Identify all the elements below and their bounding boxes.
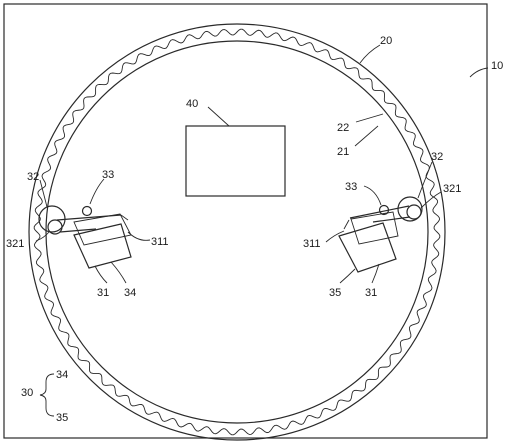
plate-right [350,211,399,245]
ball-right [378,204,390,216]
label-34-left: 34 [124,287,136,299]
label-legend-34: 34 [56,369,68,381]
label-40: 40 [186,98,198,110]
label-32-left: 32 [27,171,39,183]
hinge-right [343,219,350,230]
leader-33-left [89,178,105,205]
leader-32-right [417,161,433,199]
leader-311-right [325,230,345,243]
label-legend-35: 35 [56,412,68,424]
shaft-left [47,219,63,235]
label-31-left: 31 [97,287,109,299]
pivot-left [38,205,66,233]
label-32-right: 32 [431,151,443,163]
inner-ring [45,40,429,424]
leader-21 [354,125,379,147]
label-311-left: 311 [151,236,169,248]
label-10: 10 [491,60,503,72]
label-321-right: 321 [443,183,461,195]
body-left [73,223,132,269]
label-33-left: 33 [102,169,114,181]
center-box [185,125,286,197]
label-22: 22 [337,122,349,134]
label-20: 20 [380,35,392,47]
outer-ring [28,23,446,441]
hinge-left [120,214,129,221]
label-21: 21 [337,146,349,158]
leader-20 [359,44,381,64]
leader-321-right [420,191,442,209]
leader-40 [207,106,230,127]
leader-31-right [371,263,380,284]
body-right [338,222,397,273]
leader-321-left [35,231,50,242]
leader-34-left [110,261,127,284]
label-33-right: 33 [345,181,357,193]
brace-30 [39,373,55,417]
leader-33-right [363,185,382,206]
label-311-right: 311 [303,238,321,250]
leader-311-left [127,231,151,241]
label-31-right: 31 [365,287,377,299]
label-30: 30 [21,387,33,399]
leader-31-left [94,265,108,284]
leader-10 [469,67,489,78]
leader-32-left [39,179,48,208]
wavy-track [33,28,441,436]
label-35-right: 35 [329,287,341,299]
leader-22 [355,113,384,123]
frame [3,3,488,439]
arm-right-bottom [372,216,411,223]
shaft-right [406,204,422,220]
label-321-left: 321 [6,238,24,250]
leader-35-right [339,268,356,284]
ball-left [81,205,93,217]
pivot-right [397,196,423,222]
